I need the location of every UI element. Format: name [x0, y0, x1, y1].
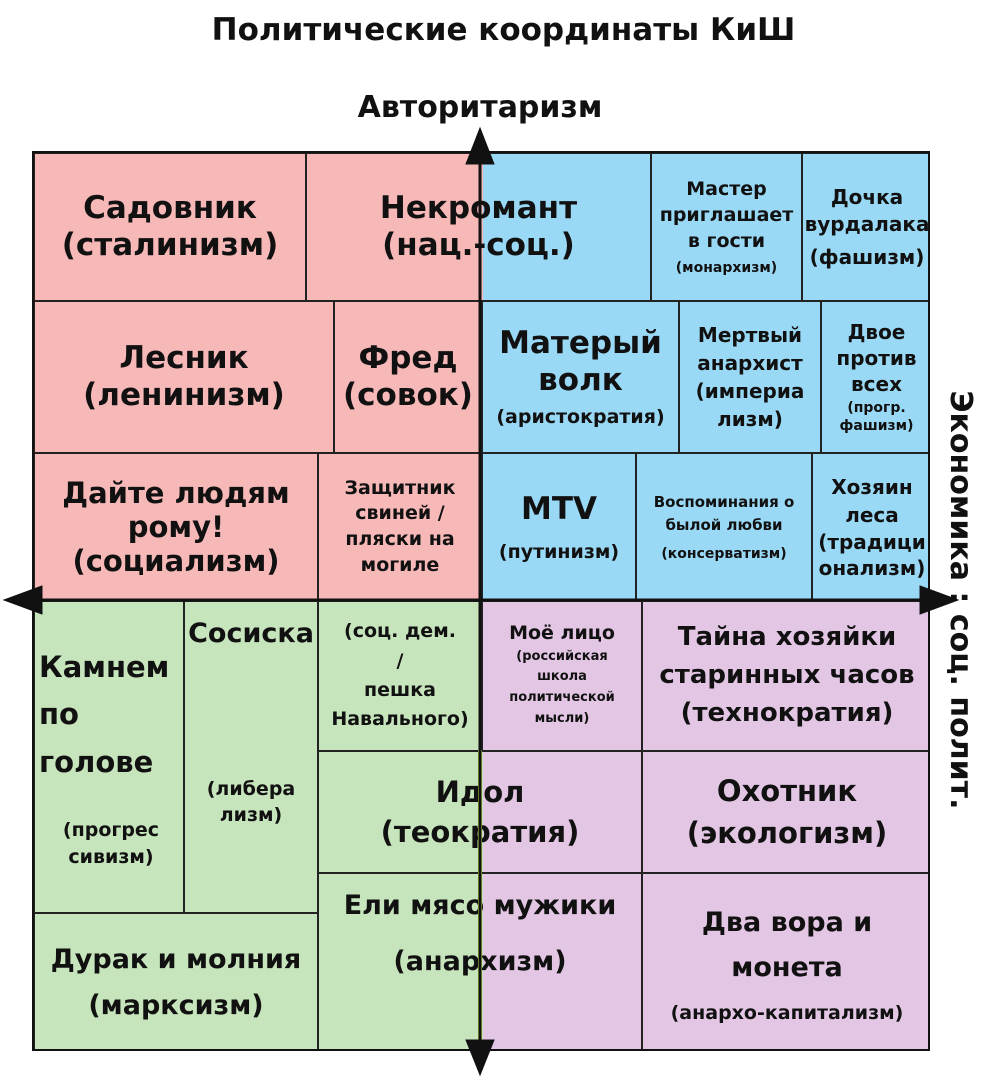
cell-mtv: MTV (путинизм) [482, 453, 636, 601]
cell-subtitle: (совок) [343, 377, 473, 413]
cell-nekromant: Некромант(нац.-соц.) [306, 153, 651, 301]
cell-subtitle: (прогр.фашизм) [839, 399, 914, 434]
cell-title: Лесник [119, 340, 249, 377]
cell-durak: Дурак и молния (марксизм) [34, 913, 318, 1049]
cell-subtitle: (теократия) [380, 815, 580, 849]
cell-title: Охотник [716, 773, 858, 808]
cell-subtitle: (нац.-соц.) [382, 227, 575, 263]
cell-subtitle: (фашизм) [809, 245, 925, 270]
axis-right-label: Экономика : соц. полит. [943, 390, 978, 810]
cell-title: Ели мясо мужики [343, 890, 617, 921]
cell-subtitle: (технократия) [680, 697, 894, 728]
axis-top-label: Авторитаризм [357, 90, 603, 125]
cell-idol: Идол (теократия) [318, 751, 642, 873]
political-compass-grid: Садовник(сталинизм) Некромант(нац.-соц.)… [32, 151, 930, 1051]
cell-subtitle: (марксизм) [88, 990, 264, 1021]
cell-sadovnik: Садовник(сталинизм) [34, 153, 306, 301]
cell-title: Идол [435, 774, 525, 809]
cell-eli: Ели мясо мужики (анархизм) [318, 873, 642, 1049]
cell-fred: Фред(совок) [334, 301, 482, 453]
cell-title: MTV [521, 490, 597, 527]
cell-title: Некромант [379, 190, 578, 227]
cell-subtitle: (анархо-капитализм) [670, 1002, 904, 1025]
cell-title: Дурак и молния [50, 944, 302, 976]
cell-lesnik: Лесник(ленинизм) [34, 301, 334, 453]
cell-title: Садовник [83, 190, 257, 227]
cell-subtitle: (ленинизм) [83, 377, 285, 413]
cell-title: Моё лицо [509, 622, 615, 645]
cell-subtitle: (путинизм) [498, 541, 620, 564]
cell-subtitle: (анархизм) [393, 945, 567, 977]
cell-subtitle: (консерватизм) [661, 546, 787, 563]
cell-subtitle: (социализм) [72, 544, 280, 579]
cell-subtitle: (аристократия) [496, 406, 665, 429]
diagram-title: Политические координаты КиШ [211, 12, 796, 48]
cell-title: Фред [358, 340, 458, 377]
cell-subtitle: (монархизм) [675, 260, 778, 277]
cell-ohotnik: Охотник (экологизм) [642, 751, 928, 873]
cell-subtitle: (экологизм) [686, 816, 888, 850]
cell-subtitle: (сталинизм) [61, 227, 279, 263]
cell-title: Сосиска [188, 618, 314, 649]
